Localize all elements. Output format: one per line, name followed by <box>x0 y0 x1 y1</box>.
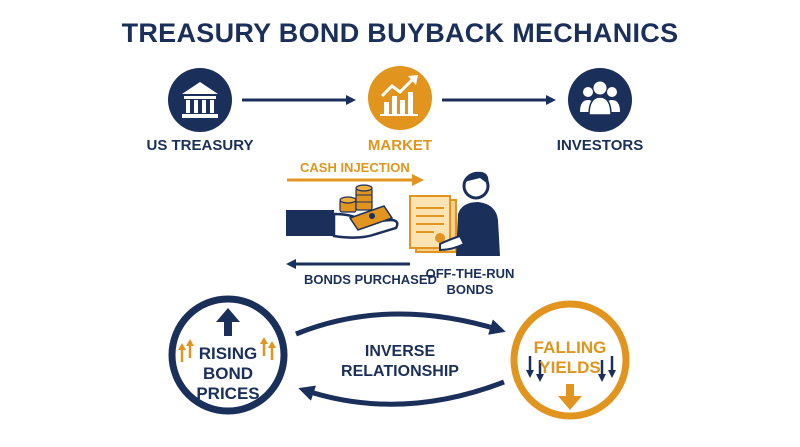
off-the-run-bonds-label: OFF-THE-RUN BONDS <box>420 266 520 298</box>
people-icon <box>568 68 632 132</box>
node-label-investors: INVESTORS <box>556 137 644 154</box>
document-icon <box>409 195 457 253</box>
person-icon <box>439 171 500 256</box>
falling-yields-text: FALLING YIELDS <box>520 338 620 378</box>
falling-line2: YIELDS <box>539 358 601 377</box>
coins-icon <box>339 184 373 213</box>
relation-line1: INVERSE <box>364 343 436 360</box>
inverse-relationship-label: INVERSE RELATIONSHIP <box>320 342 480 382</box>
off-the-run-line1: OFF-THE-RUN <box>425 266 515 281</box>
bonds-purchased-label: BONDS PURCHASED <box>304 272 437 287</box>
rising-bond-prices-circle <box>168 295 288 415</box>
node-label-market: MARKET <box>367 137 433 154</box>
node-label-treasury: US TREASURY <box>146 137 254 154</box>
hand-cash-icon <box>286 205 399 239</box>
rising-line1: RISING <box>198 344 258 363</box>
rising-line2: BOND <box>202 364 254 383</box>
falling-line1: FALLING <box>533 338 607 357</box>
chart-growth-icon <box>368 66 432 130</box>
up-arrow-icon <box>178 308 276 362</box>
down-arrow-icon <box>526 356 616 410</box>
cycle-arrow-bottom <box>298 379 505 407</box>
cash-injection-label: CASH INJECTION <box>300 160 410 175</box>
rising-line3: PRICES <box>196 384 260 403</box>
off-the-run-line2: BONDS <box>446 282 494 297</box>
page-title: TREASURY BOND BUYBACK MECHANICS <box>121 18 679 48</box>
relation-line2: RELATIONSHIP <box>341 363 459 380</box>
bank-icon <box>168 68 232 132</box>
rising-bond-prices-text: RISING BOND PRICES <box>178 344 278 404</box>
cycle-arrow-top <box>295 311 506 337</box>
falling-yields-circle <box>510 300 630 420</box>
